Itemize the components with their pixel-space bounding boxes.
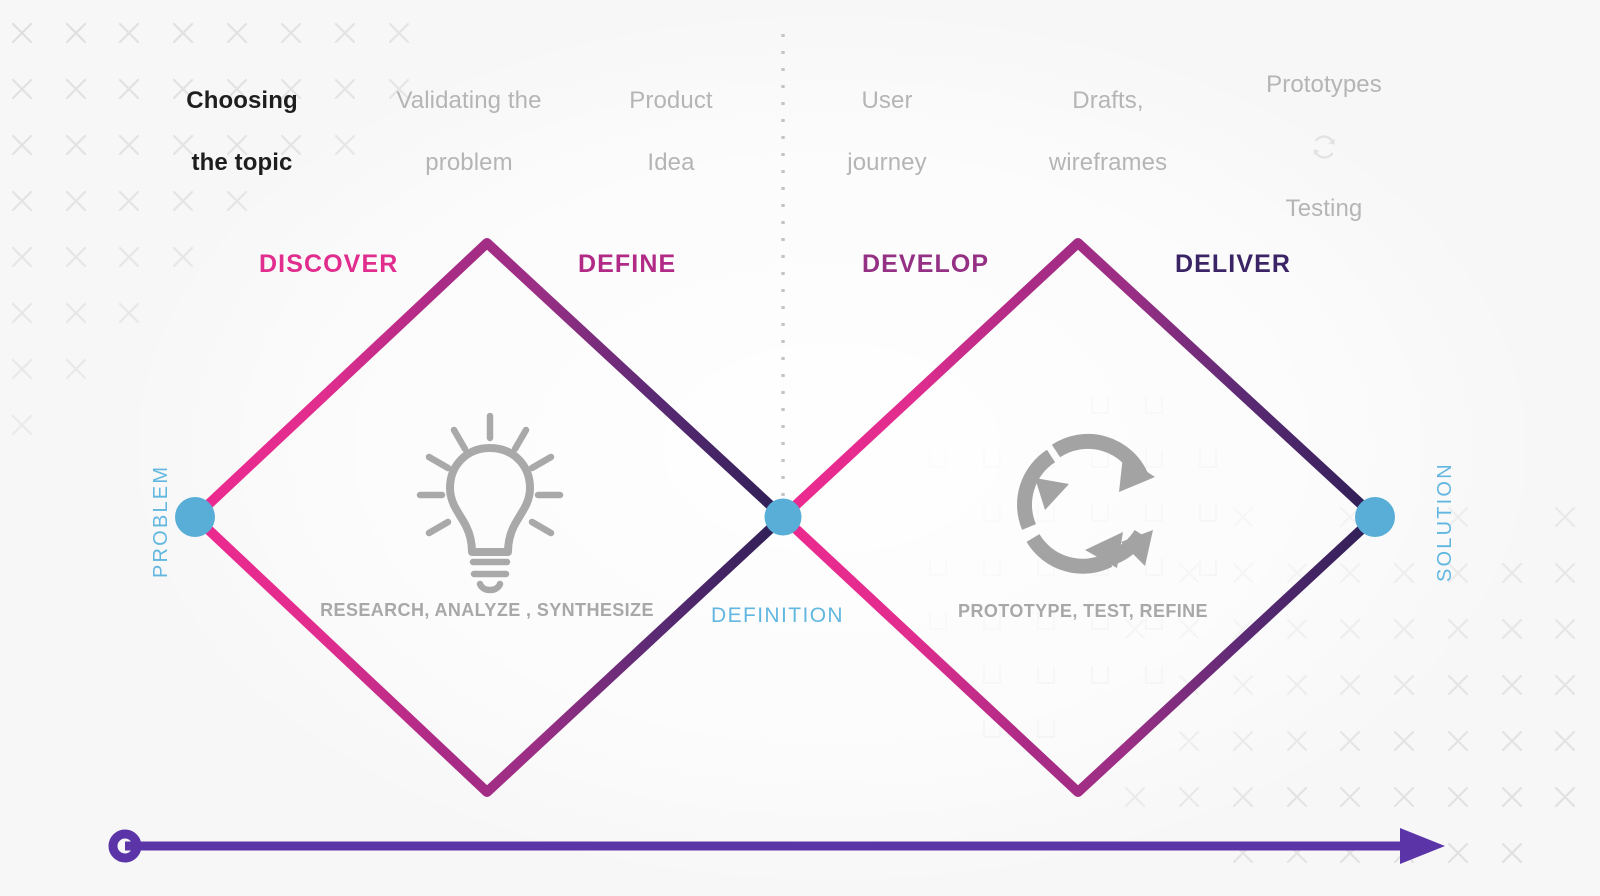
diamond-caption-discover-define: RESEARCH, ANALYZE , SYNTHESIZE xyxy=(320,600,654,620)
stage-line-1: Product xyxy=(629,87,713,114)
phase-label-define: DEFINE xyxy=(578,250,677,278)
diamond-caption-develop-deliver: PROTOTYPE, TEST, REFINE xyxy=(958,601,1208,621)
stage-line-2: journey xyxy=(847,149,927,176)
stage-product-idea[interactable]: Product Idea xyxy=(629,54,712,209)
phase-label-discover: DISCOVER xyxy=(259,250,399,278)
phase-label-develop: DEVELOP xyxy=(862,250,990,278)
stage-line-2: the topic xyxy=(191,149,293,176)
process-timeline xyxy=(108,828,1445,864)
stage-line-2: Testing xyxy=(1285,195,1363,222)
stage-user-journey[interactable]: User journey xyxy=(847,54,926,209)
stage-drafts-wireframes[interactable]: Drafts, wireframes xyxy=(1049,54,1167,209)
node-label-definition: DEFINITION xyxy=(711,604,844,627)
stage-line-2: problem xyxy=(425,149,513,176)
node-label-problem: PROBLEM xyxy=(150,464,172,578)
cycle-icon xyxy=(1017,433,1155,574)
stage-line-1: Prototypes xyxy=(1266,71,1382,98)
stage-line-2: wireframes xyxy=(1048,149,1168,176)
stage-line-1: Drafts, xyxy=(1072,87,1144,114)
node-label-solution: SOLUTION xyxy=(1434,462,1456,582)
stage-line-2: Idea xyxy=(647,149,695,176)
stage-label-row: Choosing the topic Validating the proble… xyxy=(0,0,1600,222)
stage-choosing-the-topic[interactable]: Choosing the topic xyxy=(186,54,297,209)
refresh-icon xyxy=(1313,135,1335,159)
stage-prototypes-testing[interactable]: Prototypes Testing xyxy=(1266,38,1382,255)
lightbulb-icon xyxy=(416,412,564,594)
phase-label-deliver: DELIVER xyxy=(1175,250,1292,278)
stage-line-1: User xyxy=(861,87,913,114)
stage-validating-the-problem[interactable]: Validating the problem xyxy=(396,54,541,209)
stage-line-1: Choosing xyxy=(186,87,298,114)
stage-line-1: Validating the xyxy=(396,87,542,114)
phase-divider xyxy=(781,34,785,510)
